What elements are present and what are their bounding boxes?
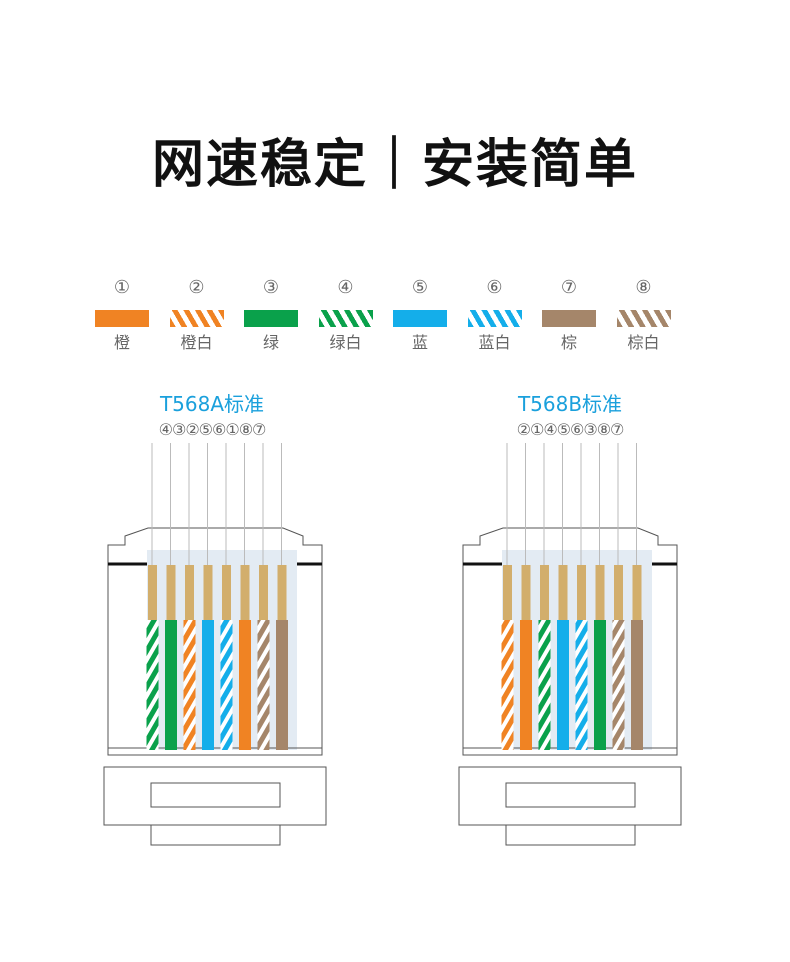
- legend-label: 蓝白: [478, 333, 511, 352]
- color-swatch: [393, 310, 447, 327]
- wire-棕: [631, 620, 643, 750]
- color-swatch: [467, 310, 522, 327]
- color-swatch: [318, 310, 373, 327]
- boot-tab: [150, 824, 281, 846]
- gold-contact: [185, 565, 194, 620]
- legend-item: ⑦ 棕: [539, 276, 599, 353]
- gold-contact: [166, 565, 176, 620]
- wire-橙白: [501, 620, 514, 750]
- legend-label: 棕白: [627, 333, 660, 352]
- legend-item: ① 橙: [92, 276, 152, 353]
- legend-item: ⑥ 蓝白: [465, 276, 525, 353]
- legend-label: 绿白: [329, 333, 362, 352]
- legend-label: 蓝: [411, 333, 428, 352]
- gold-contact: [259, 565, 268, 620]
- boot-slot: [150, 782, 281, 808]
- t568b-connector: [458, 443, 682, 846]
- gold-contact: [503, 565, 512, 620]
- color-swatch: [95, 310, 149, 327]
- wire-蓝白: [220, 620, 233, 750]
- legend-item: ⑤ 蓝: [390, 276, 450, 353]
- gold-contact: [614, 565, 623, 620]
- t568a-title: T568A标准: [159, 392, 265, 416]
- legend-number: ⑥: [486, 277, 503, 298]
- legend-number: ③: [262, 277, 280, 298]
- wire-绿: [594, 620, 606, 750]
- wire-绿白: [146, 620, 159, 750]
- t568a-connector: [103, 443, 327, 846]
- legend-item: ④ 绿白: [316, 276, 376, 353]
- wire-蓝: [557, 620, 569, 750]
- boot-slot: [505, 782, 636, 808]
- gold-contact: [240, 565, 250, 620]
- legend-label: 绿: [262, 333, 279, 352]
- gold-contact: [595, 565, 605, 620]
- color-swatch: [244, 310, 298, 327]
- t568b-pin-order: ②①④⑤⑥③⑧⑦: [516, 420, 625, 439]
- legend-number: ⑧: [635, 277, 652, 298]
- wire-绿: [165, 620, 177, 750]
- gold-contact: [222, 565, 231, 620]
- page-title: 网速稳定｜安装简单: [151, 135, 638, 195]
- legend-label: 橙: [113, 333, 130, 352]
- wire-棕白: [257, 620, 270, 750]
- wire-棕: [276, 620, 288, 750]
- gold-contact: [558, 565, 568, 620]
- color-swatch: [616, 310, 671, 327]
- wire-橙: [520, 620, 532, 750]
- legend-item: ③ 绿: [241, 276, 301, 353]
- legend-item: ⑧ 棕白: [614, 276, 674, 353]
- t568b-title: T568B标准: [517, 392, 623, 416]
- gold-contact: [277, 565, 287, 620]
- t568a-pin-order: ④③②⑤⑥①⑧⑦: [158, 420, 267, 439]
- wire-蓝白: [575, 620, 588, 750]
- legend-label: 橙白: [180, 333, 213, 352]
- gold-contact: [203, 565, 213, 620]
- gold-contact: [632, 565, 642, 620]
- wire-棕白: [612, 620, 625, 750]
- legend-number: ⑦: [560, 277, 578, 298]
- gold-contact: [540, 565, 549, 620]
- gold-contact: [521, 565, 531, 620]
- wire-绿白: [538, 620, 551, 750]
- legend-number: ⑤: [411, 277, 429, 298]
- legend-label: 棕: [560, 333, 577, 352]
- wire-蓝: [202, 620, 214, 750]
- color-swatch: [169, 310, 224, 327]
- color-swatch: [542, 310, 596, 327]
- wire-橙白: [183, 620, 196, 750]
- gold-contact: [577, 565, 586, 620]
- legend-number: ①: [113, 277, 131, 298]
- legend-number: ④: [337, 277, 354, 298]
- wire-橙: [239, 620, 251, 750]
- legend-number: ②: [188, 277, 205, 298]
- legend-item: ② 橙白: [167, 276, 227, 353]
- boot-tab: [505, 824, 636, 846]
- gold-contact: [148, 565, 157, 620]
